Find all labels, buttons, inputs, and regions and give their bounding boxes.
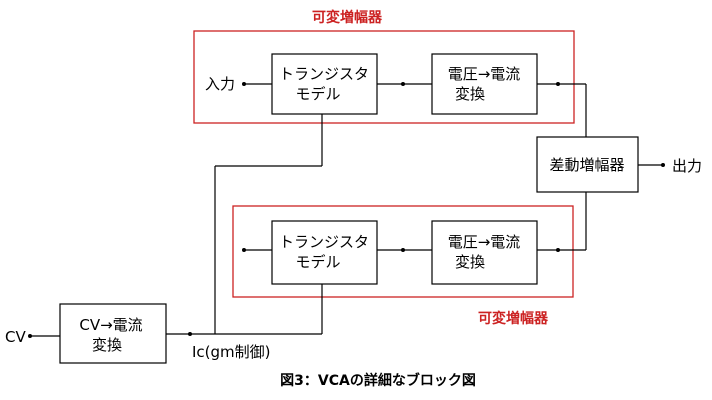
v2i-bottom-line2: 変換 bbox=[455, 253, 485, 271]
bottom-input-dot bbox=[242, 248, 246, 252]
figure-caption: 図3：VCAの詳細なブロック図 bbox=[280, 372, 476, 389]
group-bottom-label: 可変増幅器 bbox=[478, 310, 549, 327]
v2i-top-line2: 変換 bbox=[455, 85, 485, 103]
block-v2i-bottom: 電圧→電流 変換 bbox=[431, 220, 538, 285]
cv-dot bbox=[28, 334, 32, 338]
group-top-frame bbox=[193, 30, 575, 124]
v2i-bottom-line1: 電圧→電流 bbox=[448, 233, 521, 251]
ic-label: Ic(gm制御) bbox=[192, 343, 271, 361]
transistor-top-line2: モデル bbox=[295, 85, 340, 103]
bottom-mid-dot bbox=[401, 248, 405, 252]
junction-dots bbox=[28, 82, 665, 338]
top-mid-dot bbox=[401, 82, 405, 86]
cv-label: CV bbox=[5, 328, 26, 346]
wires bbox=[30, 83, 663, 337]
block-transistor-top: トランジスタ モデル bbox=[271, 53, 378, 115]
bottom-right-dot bbox=[556, 248, 560, 252]
block-diff-amp: 差動増幅器 bbox=[536, 136, 639, 193]
input-label: 入力 bbox=[205, 75, 235, 93]
cv2i-line1: CV→電流 bbox=[79, 316, 142, 334]
block-v2i-top: 電圧→電流 変換 bbox=[431, 53, 538, 115]
cv2i-line2: 変換 bbox=[92, 336, 122, 354]
output-dot bbox=[661, 163, 665, 167]
group-top-label: 可変増幅器 bbox=[312, 9, 383, 26]
ic-dot bbox=[188, 332, 192, 336]
transistor-bottom-line2: モデル bbox=[295, 253, 340, 271]
input-dot bbox=[242, 82, 246, 86]
block-cv2i: CV→電流 変換 bbox=[59, 303, 167, 364]
output-label: 出力 bbox=[672, 157, 702, 175]
transistor-top-line1: トランジスタ bbox=[279, 65, 369, 83]
group-bottom-frame bbox=[232, 205, 574, 298]
top-right-dot bbox=[556, 82, 560, 86]
v2i-top-line1: 電圧→電流 bbox=[448, 65, 521, 83]
block-transistor-bottom: トランジスタ モデル bbox=[271, 220, 378, 285]
transistor-bottom-line1: トランジスタ bbox=[279, 233, 369, 251]
diff-amp-label: 差動増幅器 bbox=[549, 156, 624, 174]
